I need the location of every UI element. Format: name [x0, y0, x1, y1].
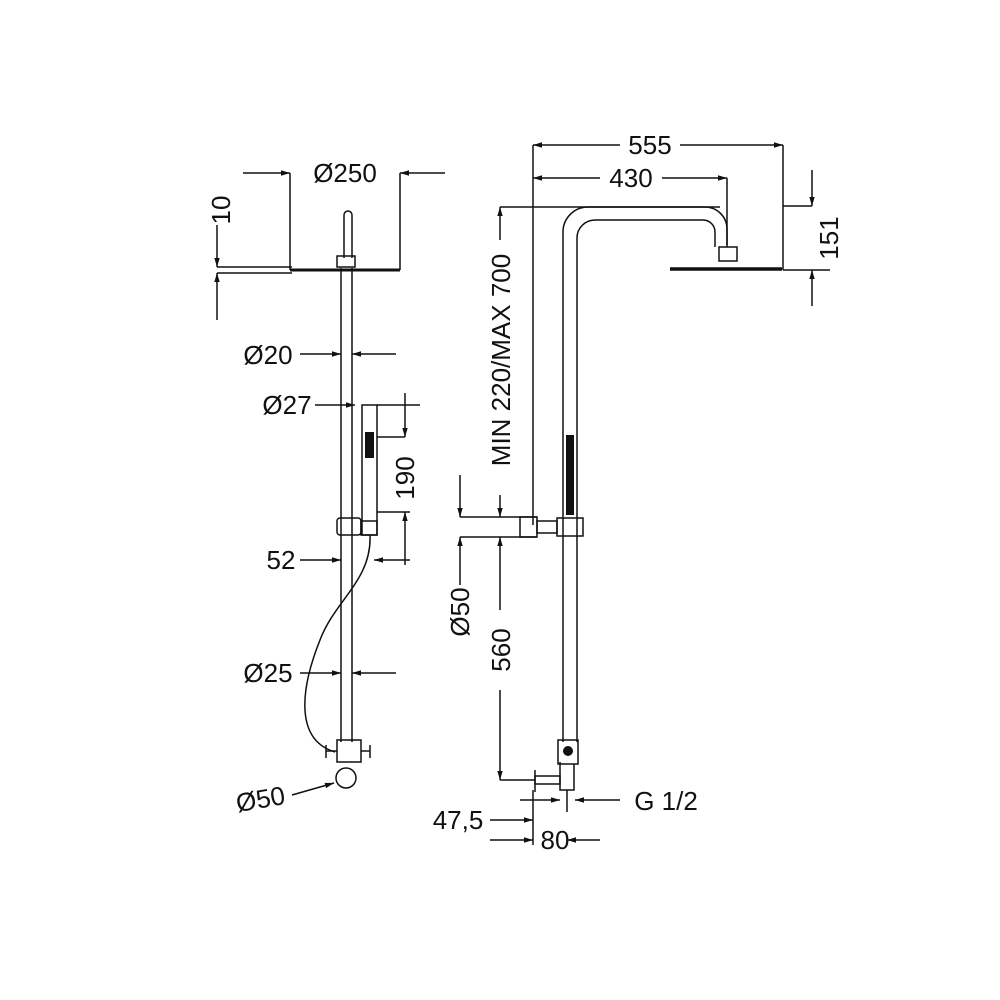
dim-bracket: Ø50 560	[445, 475, 535, 781]
label-inlet-spacing: 80	[541, 825, 570, 855]
label-pipe-upper-diameter: Ø20	[243, 340, 292, 370]
label-hand-shower-length: 190	[390, 456, 420, 499]
front-view: 555 430 151 MIN 220/MAX 700 Ø50	[433, 130, 844, 855]
dim-pipe-lower: Ø25	[243, 658, 396, 688]
dim-head-diameter: Ø250	[243, 158, 445, 270]
dim-arm-reach: 430	[533, 163, 728, 245]
label-hand-shower-diameter: Ø27	[262, 390, 311, 420]
dim-hand-shower: Ø27 190	[262, 390, 420, 565]
label-head-height: 151	[814, 216, 844, 259]
side-shower-column	[290, 210, 400, 789]
dim-valve: Ø50	[234, 780, 335, 818]
label-head-diameter: Ø250	[313, 158, 377, 188]
dim-bottom: G 1/2 47,5 80	[433, 786, 698, 855]
label-overall-reach: 555	[628, 130, 671, 160]
label-valve-diameter: Ø50	[234, 780, 288, 818]
label-bracket-diameter: Ø50	[445, 587, 475, 636]
label-slider-offset: 52	[267, 545, 296, 575]
label-head-thickness: 10	[206, 196, 236, 225]
dim-head-thickness: 10	[206, 196, 292, 320]
dim-slider-offset: 52	[267, 545, 410, 575]
dim-pipe-upper: Ø20	[243, 340, 396, 370]
side-view: Ø250 10 Ø20 Ø27 190 52	[206, 158, 445, 818]
label-arm-reach: 430	[609, 163, 652, 193]
label-pipe-lower-diameter: Ø25	[243, 658, 292, 688]
label-connection-thread: G 1/2	[634, 786, 698, 816]
dim-overall-reach: 555	[532, 130, 784, 525]
dim-adjustable-height: MIN 220/MAX 700	[486, 206, 720, 517]
dim-head-height: 151	[783, 170, 844, 306]
label-wall-offset: 47,5	[433, 805, 484, 835]
label-adjustable-height: MIN 220/MAX 700	[486, 254, 516, 466]
label-bracket-height: 560	[486, 628, 516, 671]
